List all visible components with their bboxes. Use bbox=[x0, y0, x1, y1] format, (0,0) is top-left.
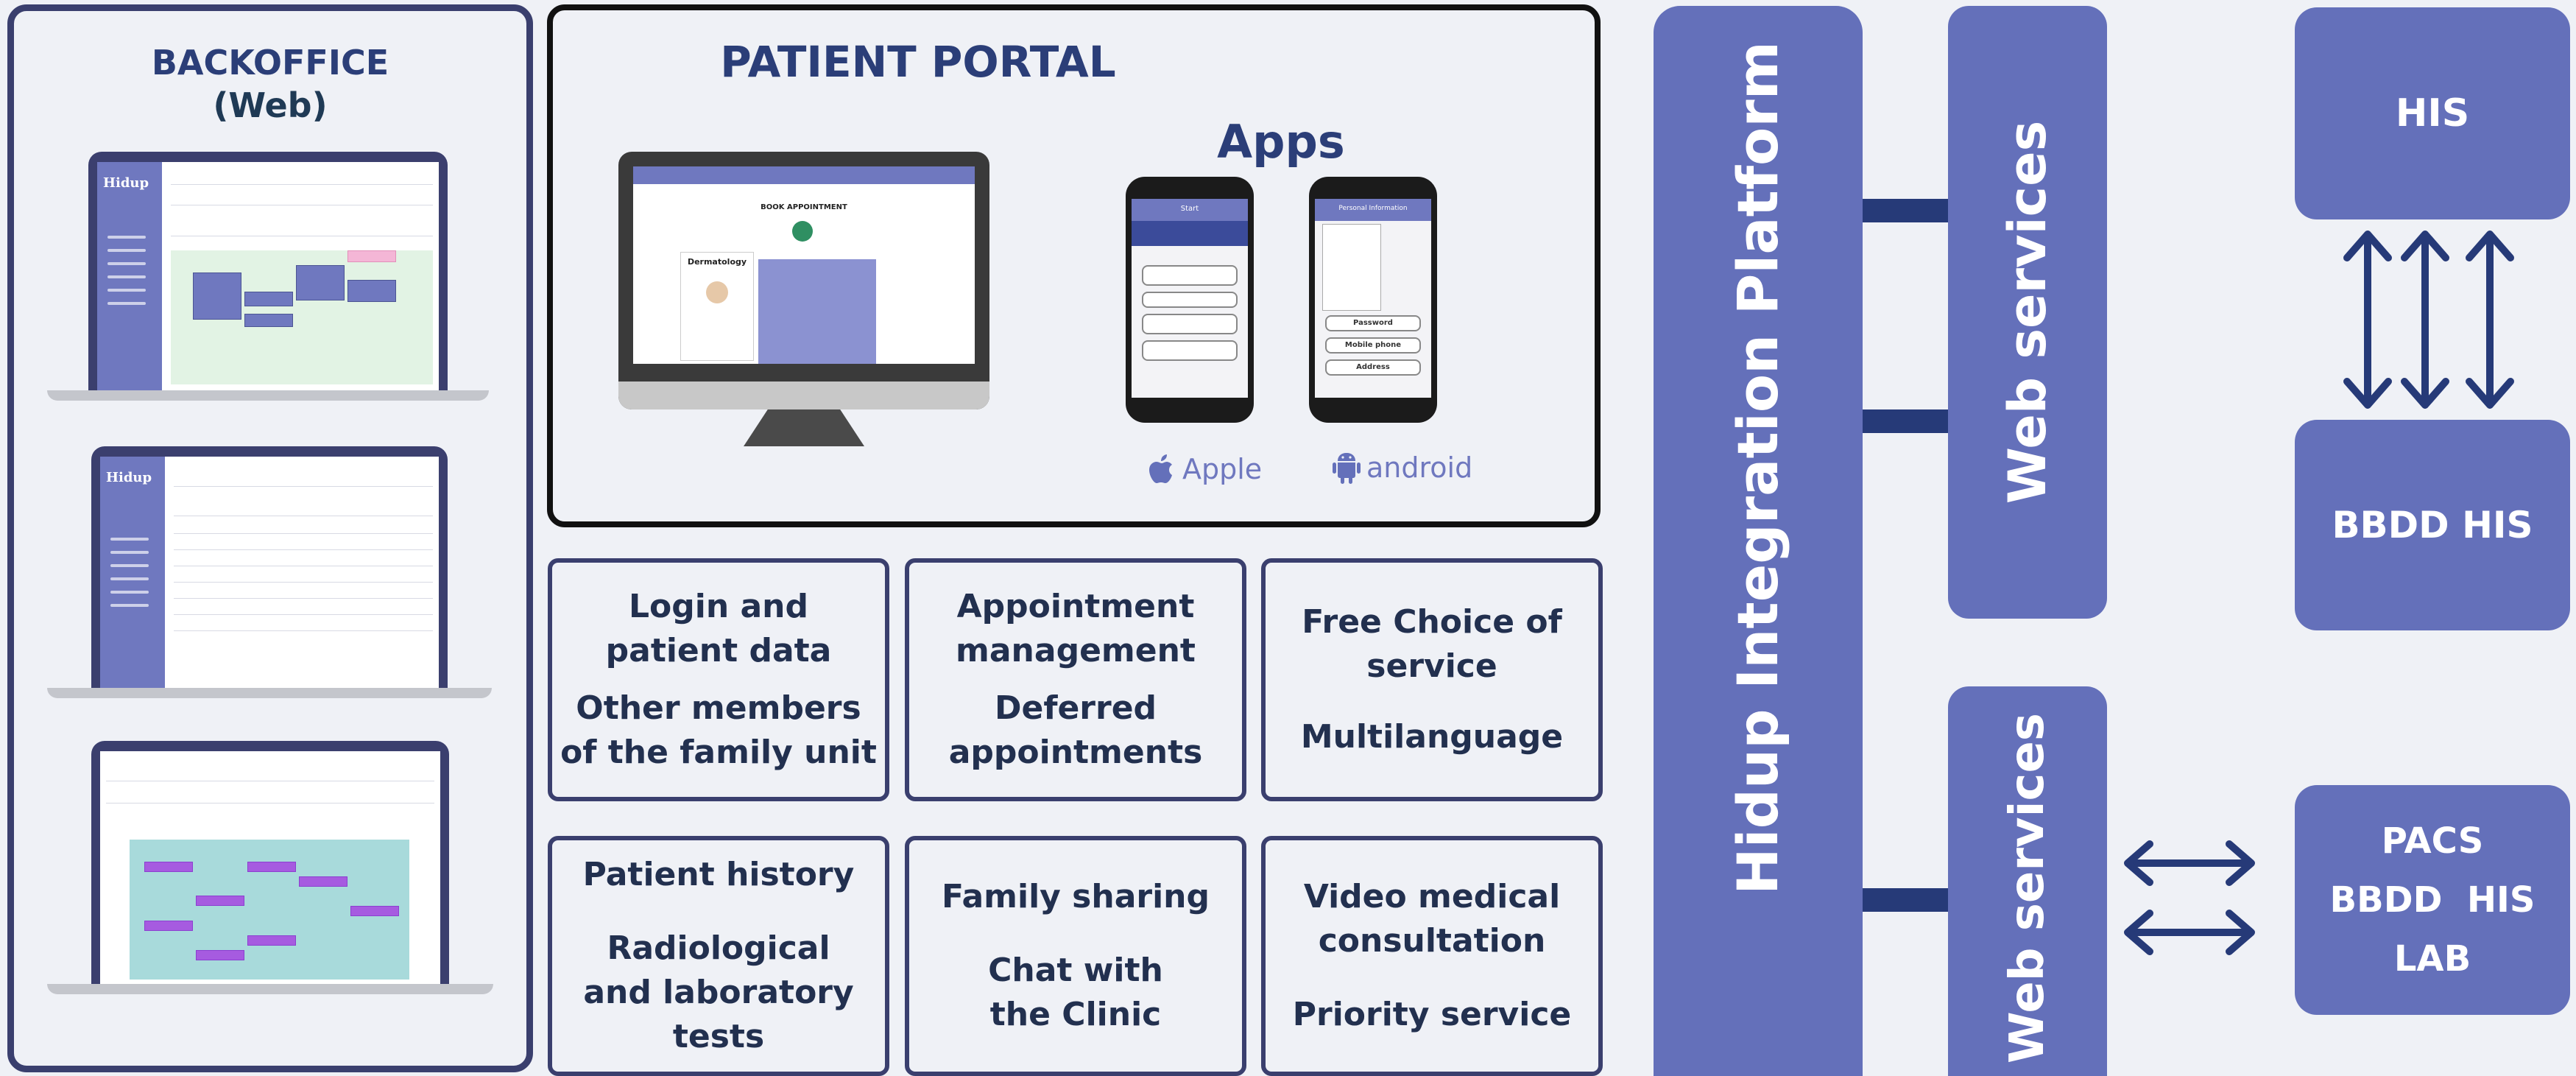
feature-video-line2: Priority service bbox=[1292, 996, 1572, 1033]
phone-item-address: Address bbox=[1325, 359, 1421, 376]
phone-item-password: Password bbox=[1325, 315, 1421, 331]
connector-top-1 bbox=[1863, 199, 1948, 222]
feature-family-sharing-line1: Family sharing bbox=[942, 878, 1210, 915]
web-services-top bbox=[1948, 6, 2107, 619]
connector-bottom bbox=[1863, 888, 1948, 912]
android-label: android bbox=[1366, 451, 1473, 484]
bbdd-his-box: BBDD HIS bbox=[2295, 420, 2570, 630]
feature-appointments-line2: Deferred appointments bbox=[948, 689, 1203, 771]
bbdd-his-lab-label: BBDD HIS bbox=[2329, 879, 2536, 921]
apple-badge: Apple bbox=[1148, 451, 1262, 488]
laptop-table: Hidup bbox=[47, 446, 492, 701]
phone1-header: Start bbox=[1180, 205, 1199, 213]
integration-platform-label: Hidup Integration Platform bbox=[1725, 41, 1790, 895]
laptop-schedule bbox=[47, 741, 493, 999]
his-box: HIS bbox=[2295, 7, 2570, 219]
web-services-bottom-label: Web services bbox=[2000, 713, 2055, 1063]
feature-appointments: Appointment management Deferred appointm… bbox=[905, 558, 1246, 801]
patient-portal-title: PATIENT PORTAL bbox=[720, 37, 1116, 87]
lab-label: LAB bbox=[2393, 938, 2471, 980]
his-label: HIS bbox=[2395, 91, 2470, 136]
monitor-screen: BOOK APPOINTMENT Dermatology bbox=[633, 166, 975, 364]
feature-free-choice-line1: Free Choice of service bbox=[1302, 603, 1562, 685]
apple-label: Apple bbox=[1182, 453, 1263, 485]
phone-dropdown-menu bbox=[1322, 224, 1381, 311]
doctor-avatar bbox=[706, 281, 728, 303]
backoffice-title: BACKOFFICE (Web) bbox=[7, 41, 533, 127]
feature-family-sharing-line2: Chat with the Clinic bbox=[988, 952, 1163, 1033]
hidup-logo: Hidup bbox=[106, 470, 152, 485]
backoffice-sidebar: Hidup bbox=[97, 162, 162, 390]
feature-login: Login and patient data Other members of … bbox=[548, 558, 889, 801]
phone-personal-info: Personal Information Password Mobile pho… bbox=[1309, 177, 1437, 423]
laptop-calendar: Hidup bbox=[47, 152, 489, 402]
phone2-header: Personal Information bbox=[1338, 205, 1408, 212]
feature-free-choice: Free Choice of service Multilanguage bbox=[1261, 558, 1603, 801]
monitor-stand bbox=[744, 409, 864, 446]
apple-icon bbox=[1149, 454, 1172, 483]
connector-top-2 bbox=[1863, 409, 1948, 433]
feature-history-line2: Radiological and laboratory tests bbox=[583, 929, 854, 1055]
pacs-label: PACS bbox=[2381, 820, 2484, 862]
phone-item-mobile: Mobile phone bbox=[1325, 337, 1421, 354]
his-sync-arrows bbox=[2343, 231, 2514, 409]
integration-platform bbox=[1654, 6, 1863, 1076]
phone-start: Start bbox=[1126, 177, 1254, 423]
desktop-monitor: BOOK APPOINTMENT Dermatology bbox=[618, 152, 989, 409]
feature-free-choice-line2: Multilanguage bbox=[1300, 718, 1564, 756]
feature-family-sharing: Family sharing Chat with the Clinic bbox=[905, 836, 1246, 1076]
backoffice-title-text: BACKOFFICE bbox=[151, 43, 389, 82]
feature-appointments-line1: Appointment management bbox=[956, 588, 1196, 669]
feature-video-line1: Video medical consultation bbox=[1303, 878, 1561, 960]
book-appointment-heading: BOOK APPOINTMENT bbox=[761, 203, 847, 211]
feature-login-line1: Login and patient data bbox=[605, 588, 832, 669]
apps-title: Apps bbox=[1217, 115, 1345, 169]
hidup-logo: Hidup bbox=[103, 175, 149, 191]
bbdd-his-label: BBDD HIS bbox=[2332, 504, 2533, 546]
feature-history: Patient history Radiological and laborat… bbox=[548, 836, 889, 1076]
android-icon bbox=[1333, 453, 1361, 484]
pacs-box: PACS BBDD HIS LAB bbox=[2295, 785, 2570, 1015]
backoffice-subtitle: (Web) bbox=[213, 85, 328, 125]
timeslot-grid bbox=[758, 259, 876, 364]
web-services-top-label: Web services bbox=[1997, 120, 2058, 504]
feature-login-line2: Other members of the family unit bbox=[560, 689, 877, 771]
avatar bbox=[792, 221, 813, 242]
specialty-label: Dermatology bbox=[687, 257, 747, 267]
pacs-sync-arrows bbox=[2124, 840, 2255, 955]
feature-video-consultation: Video medical consultation Priority serv… bbox=[1261, 836, 1603, 1076]
feature-history-line1: Patient history bbox=[582, 856, 855, 893]
web-services-bottom bbox=[1948, 686, 2107, 1076]
android-badge: android bbox=[1331, 449, 1472, 486]
